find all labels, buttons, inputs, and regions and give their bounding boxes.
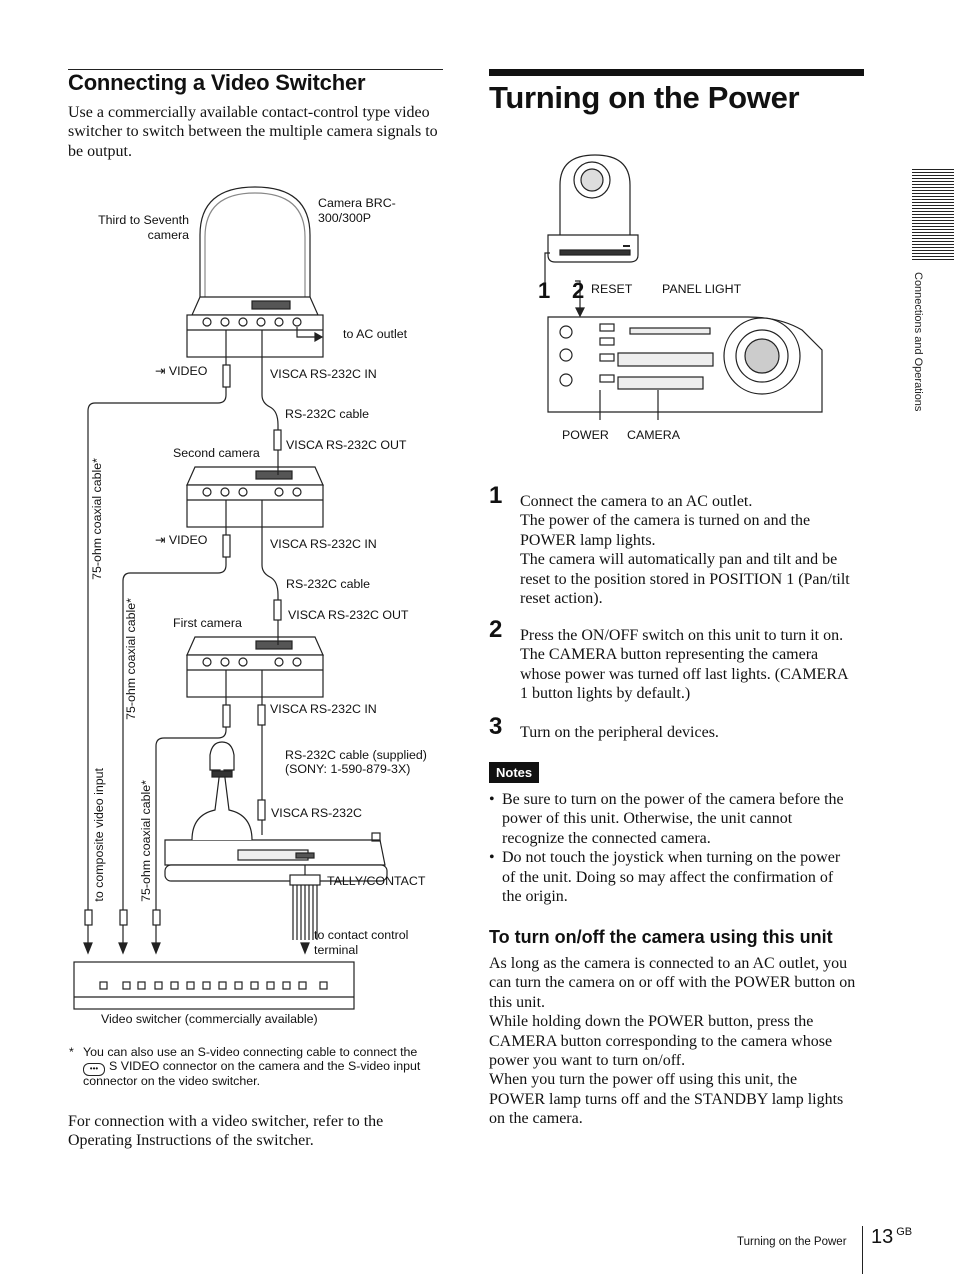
first-camera-base <box>186 636 324 698</box>
step-2-number: 2 <box>489 616 503 643</box>
label-reset: RESET <box>591 282 633 296</box>
label-camera: CAMERA <box>627 428 681 442</box>
label-third-to-seventh: Third to Seventh camera <box>98 213 189 242</box>
label-power: POWER <box>562 428 609 442</box>
side-tab-stripes <box>912 169 954 262</box>
subsection-text: As long as the camera is connected to an… <box>489 955 856 1128</box>
label-tally-contact: TALLY/CONTACT <box>327 874 426 888</box>
top-camera-dome <box>199 186 311 297</box>
power-diagram <box>544 154 823 420</box>
connection-diagram <box>73 186 388 1010</box>
note-item: Do not touch the joystick when turning o… <box>489 848 865 906</box>
label-coax-2: 75-ohm coaxial cable* <box>124 598 138 720</box>
label-rs232-cable-1: RS-232C cable <box>285 407 370 421</box>
step-3-text: Turn on the peripheral devices. <box>520 724 719 741</box>
footnote-line-3: connector on the video switcher. <box>83 1074 261 1088</box>
second-camera-base <box>186 466 324 528</box>
controller-illustration <box>547 316 823 413</box>
diagram-num-2: 2 <box>572 278 585 303</box>
label-first-camera: First camera <box>173 616 242 630</box>
label-visca-out-1: VISCA RS-232C OUT <box>286 438 407 452</box>
footer-section-name: Turning on the Power <box>737 1236 847 1248</box>
label-video-1: ⇥ VIDEO <box>155 364 208 378</box>
label-rs232-supplied: RS-232C cable (supplied) <box>285 748 427 762</box>
intro-paragraph: Use a commercially available contact-con… <box>68 104 438 160</box>
notes-badge: Notes <box>489 762 540 783</box>
label-to-contact-control: to contact control terminal <box>314 928 409 957</box>
s-video-icon: ••• <box>83 1063 105 1076</box>
step-1-text: Connect the camera to an AC outlet. The … <box>520 493 850 608</box>
label-composite-input: to composite video input <box>92 768 106 902</box>
closing-paragraph: For connection with a video switcher, re… <box>68 1113 384 1150</box>
step-2-text: Press the ON/OFF switch on this unit to … <box>520 627 849 703</box>
label-visca-in-2: VISCA RS-232C IN <box>270 537 377 551</box>
label-visca-in-1: VISCA RS-232C IN <box>270 367 377 381</box>
video-out-icon: ⇥ <box>155 533 169 547</box>
diagram-num-1: 1 <box>538 278 551 303</box>
footnote-line-1: You can also use an S-video connecting c… <box>83 1045 418 1059</box>
note-item: Be sure to turn on the power of the came… <box>489 790 865 848</box>
label-coax-1: 75-ohm coaxial cable* <box>90 458 104 580</box>
label-rs232-cable-2: RS-232C cable <box>286 577 371 591</box>
label-second-camera: Second camera <box>173 446 260 460</box>
subheading-turn-on-off: To turn on/off the camera using this uni… <box>489 927 833 947</box>
section-heading-video-switcher: Connecting a Video Switcher <box>68 70 366 95</box>
label-visca-out-2: VISCA RS-232C OUT <box>288 608 409 622</box>
label-camera-model: Camera BRC-300/300P <box>318 196 396 225</box>
label-visca-rs232c: VISCA RS-232C <box>271 806 362 820</box>
label-to-ac-outlet: to AC outlet <box>343 327 408 341</box>
camera-illustration <box>547 154 639 263</box>
notes-list: Be sure to turn on the power of the came… <box>489 790 865 906</box>
left-heading-rule <box>68 69 443 70</box>
label-video-switcher: Video switcher (commercially available) <box>101 1012 318 1026</box>
footnote-line-2: •••S VIDEO connector on the camera and t… <box>83 1059 420 1076</box>
video-switcher-box <box>73 961 355 1010</box>
step-3-number: 3 <box>489 713 503 740</box>
main-heading-bar <box>489 69 864 76</box>
label-coax-3: 75-ohm coaxial cable* <box>139 780 153 902</box>
label-visca-in-3: VISCA RS-232C IN <box>270 702 377 716</box>
footer-divider <box>862 1226 863 1274</box>
video-out-icon: ⇥ <box>155 364 169 378</box>
label-video-2: ⇥ VIDEO <box>155 533 208 547</box>
label-sony-part: (SONY: 1-590-879-3X) <box>285 762 411 776</box>
label-panel-light: PANEL LIGHT <box>662 282 742 296</box>
step-1-number: 1 <box>489 482 503 509</box>
side-tab-label: Connections and Operations <box>912 272 924 412</box>
controller-unit <box>164 741 388 882</box>
footnote-marker: * <box>69 1045 74 1059</box>
main-heading: Turning on the Power <box>489 80 800 115</box>
top-camera-base <box>186 296 324 358</box>
